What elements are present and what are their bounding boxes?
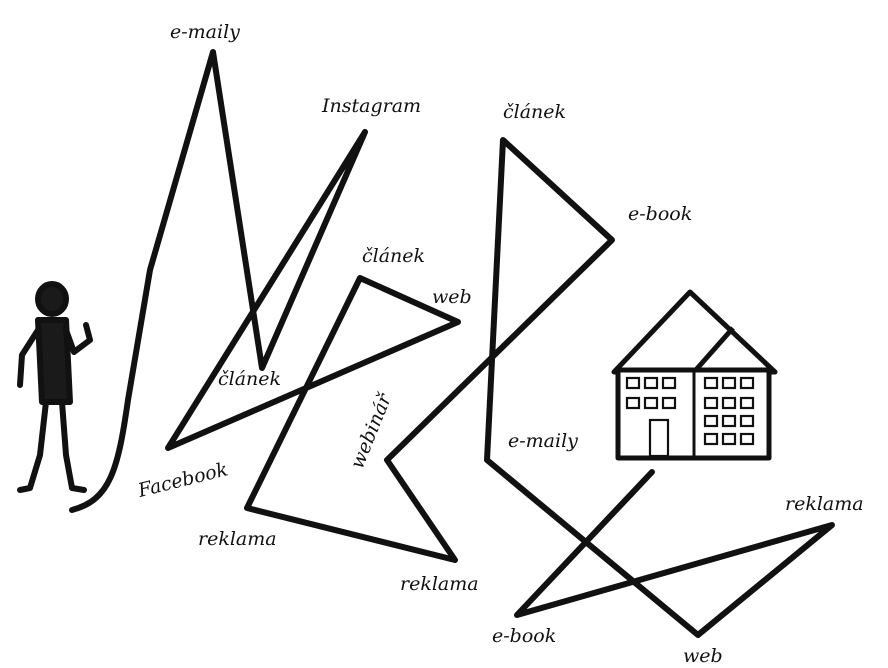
label-ebook-bottom: e-book bbox=[492, 625, 556, 647]
house-icon bbox=[611, 289, 778, 461]
label-emaily-mid: e-maily bbox=[508, 430, 578, 452]
label-instagram: Instagram bbox=[321, 95, 421, 117]
label-clanek-mid: článek bbox=[362, 245, 425, 267]
label-web-mid: web bbox=[432, 286, 472, 308]
person-head bbox=[35, 281, 69, 317]
person-right-arm bbox=[63, 322, 93, 355]
house-door bbox=[648, 418, 670, 458]
label-reklama-right: reklama bbox=[785, 493, 864, 515]
person-left-arm bbox=[17, 327, 41, 388]
label-web-bottom: web bbox=[683, 645, 723, 667]
person-icon bbox=[17, 281, 93, 493]
person-body bbox=[35, 317, 73, 405]
label-emaily-top: e-maily bbox=[170, 21, 240, 43]
label-facebook: Facebook bbox=[135, 458, 230, 502]
label-clanek-low: článek bbox=[218, 368, 281, 390]
label-clanek-top: článek bbox=[503, 101, 566, 123]
house-roof bbox=[611, 289, 778, 375]
person-left-leg bbox=[17, 399, 49, 493]
house-roof-divider bbox=[692, 326, 735, 374]
person-right-leg bbox=[59, 399, 87, 493]
label-reklama-mid: reklama bbox=[400, 573, 479, 595]
journey-path bbox=[69, 49, 835, 638]
label-ebook-right: e-book bbox=[628, 203, 692, 225]
label-reklama-left: reklama bbox=[198, 528, 277, 550]
